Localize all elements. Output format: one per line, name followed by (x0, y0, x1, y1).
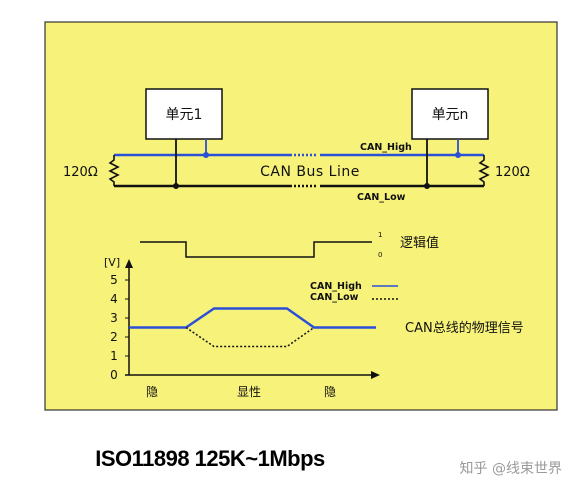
y-tick-label-4: 4 (110, 292, 118, 306)
terminator-left-resistor (108, 155, 120, 186)
node-label-unitn: 单元n (432, 107, 469, 123)
node-box-unitn (411, 88, 489, 140)
y-tick-label-1: 1 (110, 349, 118, 363)
can-high-signal-trace (129, 307, 376, 329)
y-axis-arrow (125, 259, 133, 268)
y-tick-label-5: 5 (110, 273, 118, 287)
unitn-high-junction (455, 152, 461, 158)
x-axis-arrow (371, 371, 380, 379)
can-low-signal-trace (185, 326, 315, 348)
y-tick-label-2: 2 (110, 330, 118, 344)
x-label-dominant: 显性 (237, 385, 261, 399)
x-label-recessive-right: 隐 (324, 385, 336, 399)
legend-can-high-label: CAN_High (310, 281, 362, 292)
unit1-low-junction (173, 183, 179, 189)
unit1-high-junction (203, 152, 209, 158)
y-axis-ticks (125, 279, 129, 357)
logic-high-label: 1 (378, 231, 382, 239)
can-high-label: CAN_High (360, 142, 412, 153)
diagram-panel (44, 21, 558, 411)
legend-can-low-label: CAN_Low (310, 292, 359, 303)
terminator-right-label: 120Ω (495, 165, 530, 180)
x-label-recessive-left: 隐 (146, 385, 158, 399)
physical-signal-title: CAN总线的物理信号 (405, 320, 524, 336)
bus-line-label: CAN Bus Line (260, 164, 360, 180)
terminator-left-label: 120Ω (63, 165, 98, 180)
standard-caption: ISO11898 125K~1Mbps (95, 446, 325, 471)
source-watermark: 知乎 @线束世界 (459, 461, 562, 477)
y-axis-unit-label: [V] (104, 256, 120, 269)
logic-low-label: 0 (378, 251, 382, 259)
can-low-label: CAN_Low (357, 192, 406, 203)
node-label-unit1: 单元1 (166, 107, 203, 123)
logic-value-waveform (140, 241, 372, 258)
unitn-low-junction (424, 183, 430, 189)
logic-value-title: 逻辑值 (400, 235, 439, 251)
terminator-right-resistor (478, 155, 490, 186)
y-tick-label-3: 3 (110, 311, 118, 325)
node-box-unit1 (145, 88, 223, 140)
y-tick-label-0: 0 (110, 368, 118, 382)
